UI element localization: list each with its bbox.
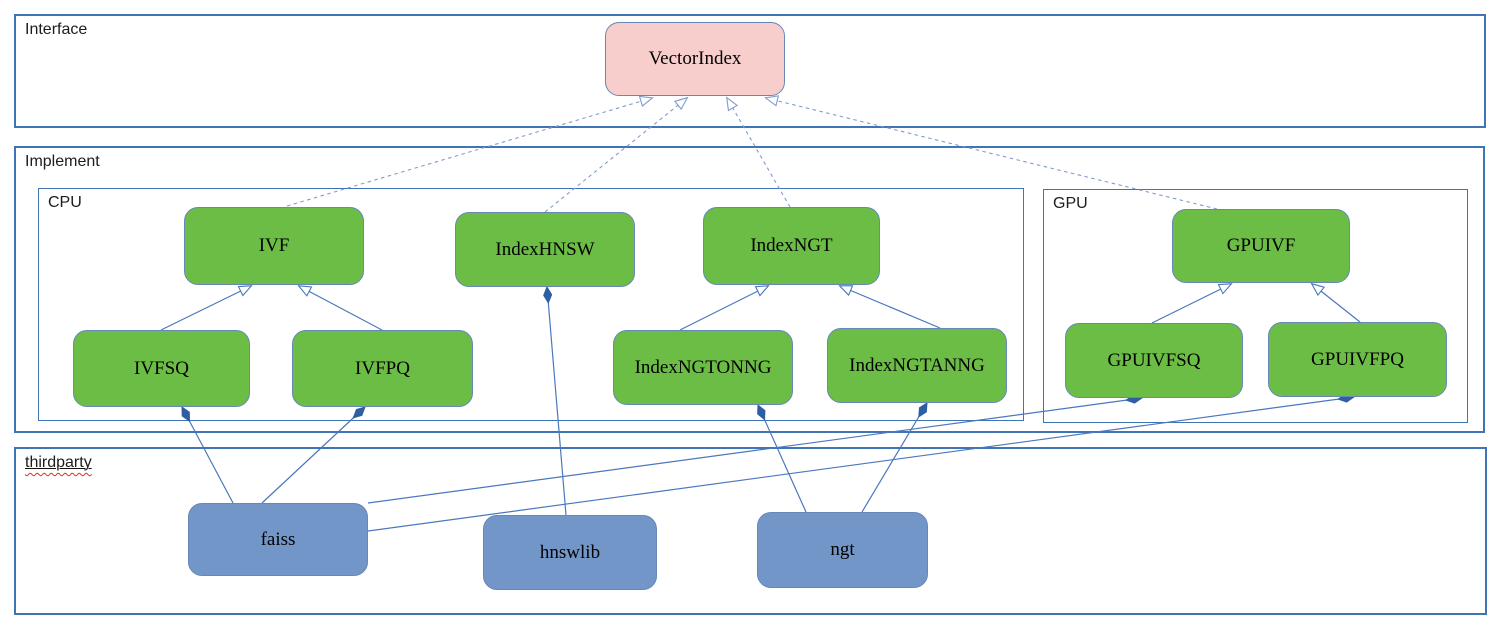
node-indexngtanng: IndexNGTANNG — [827, 328, 1007, 403]
node-ivf: IVF — [184, 207, 364, 285]
node-label-gpuivfpq: GPUIVFPQ — [1311, 348, 1404, 370]
container-label-text-cpu: CPU — [48, 194, 82, 211]
node-ivfsq: IVFSQ — [73, 330, 250, 407]
node-label-indexngtonng: IndexNGTONNG — [634, 356, 772, 378]
node-label-indexngtanng: IndexNGTANNG — [849, 354, 985, 376]
node-label-gpuivf: GPUIVF — [1226, 235, 1296, 256]
node-gpuivf: GPUIVF — [1172, 209, 1350, 283]
container-label-thirdparty: thirdparty — [25, 452, 92, 474]
node-gpuivfpq: GPUIVFPQ — [1268, 322, 1447, 397]
node-label-faiss: faiss — [260, 528, 296, 550]
node-label-ivfsq: IVFSQ — [134, 357, 189, 379]
node-faiss: faiss — [188, 503, 368, 576]
node-label-indexhnsw: IndexHNSW — [495, 238, 595, 260]
node-indexhnsw: IndexHNSW — [455, 212, 635, 287]
node-label-vectorindex: VectorIndex — [648, 48, 742, 69]
container-label-implement: Implement — [25, 151, 100, 173]
node-label-ngt: ngt — [830, 539, 855, 560]
node-label-ivfpq: IVFPQ — [355, 357, 410, 379]
node-ngt: ngt — [757, 512, 928, 588]
node-hnswlib: hnswlib — [483, 515, 657, 590]
node-ivfpq: IVFPQ — [292, 330, 473, 407]
container-label-text-implement: Implement — [25, 153, 100, 170]
node-label-ivf: IVF — [258, 235, 290, 256]
container-label-text-thirdparty: thirdparty — [25, 454, 92, 471]
node-indexngt: IndexNGT — [703, 207, 880, 285]
node-vectorindex: VectorIndex — [605, 22, 785, 96]
container-label-cpu: CPU — [48, 192, 82, 214]
node-label-indexngt: IndexNGT — [750, 235, 833, 256]
container-label-gpu: GPU — [1053, 193, 1088, 215]
node-label-hnswlib: hnswlib — [539, 541, 601, 563]
container-label-text-interface: Interface — [25, 21, 88, 38]
node-gpuivfsq: GPUIVFSQ — [1065, 323, 1243, 398]
node-label-gpuivfsq: GPUIVFSQ — [1107, 349, 1201, 371]
container-label-interface: Interface — [25, 19, 87, 41]
node-indexngtonng: IndexNGTONNG — [613, 330, 793, 405]
container-label-text-gpu: GPU — [1053, 195, 1088, 212]
